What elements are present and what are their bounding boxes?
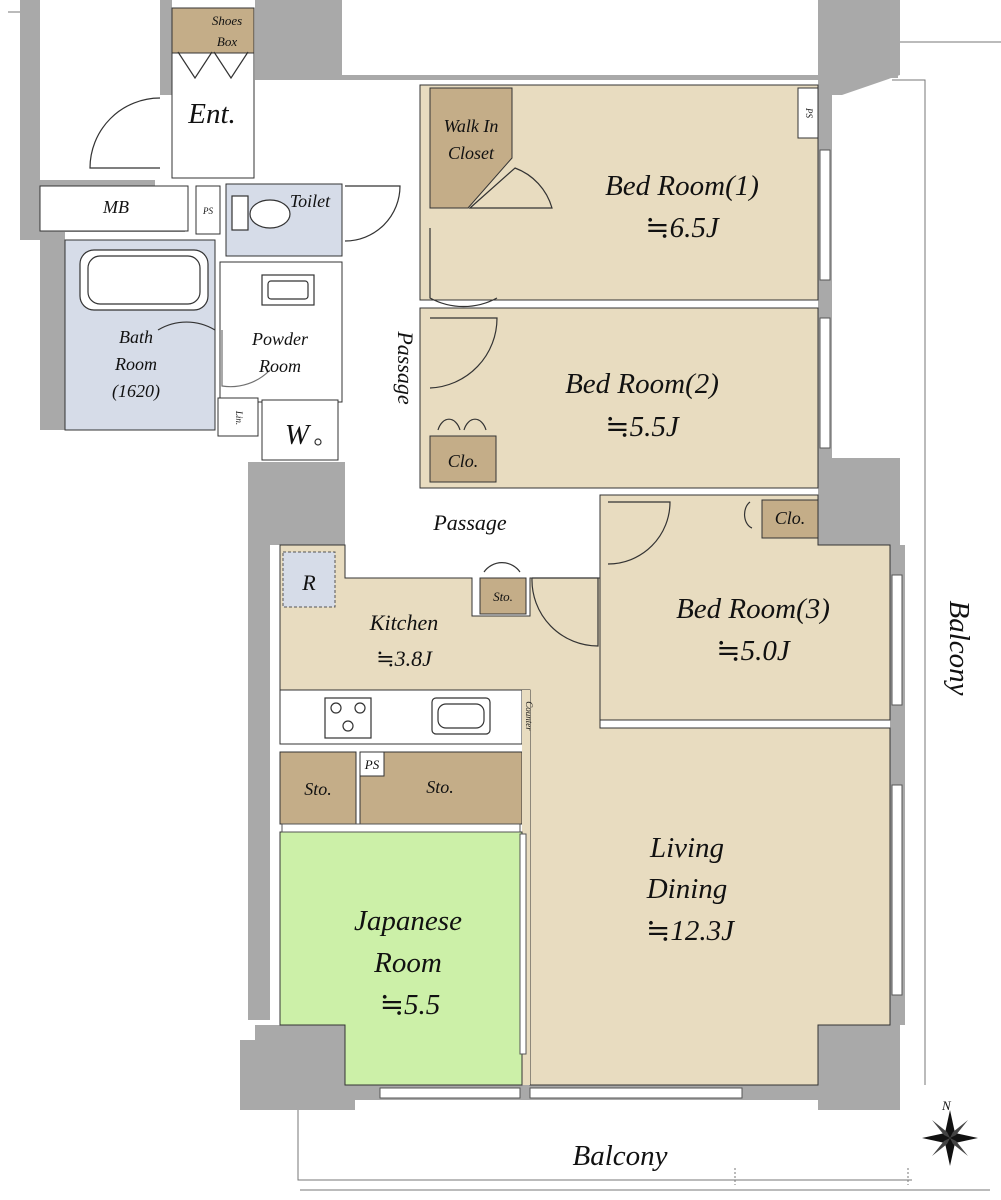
site-outline	[8, 11, 1001, 1191]
living-label-1: Living	[649, 832, 724, 864]
bedroom-1-size: ≒6.5J	[645, 212, 720, 244]
bedroom-2-name: Bed Room(2)	[565, 368, 719, 400]
bedroom-1-name: Bed Room(1)	[605, 170, 759, 202]
balcony-label-bottom: Balcony	[572, 1140, 667, 1172]
japanese-room-label-2: Room	[373, 947, 442, 979]
compass-icon: N	[922, 1098, 978, 1166]
living-size: ≒12.3J	[646, 915, 735, 947]
kitchen-size: ≒3.8J	[376, 646, 433, 671]
bedroom-2-size: ≒5.5J	[605, 411, 680, 443]
washer-label: W	[285, 419, 312, 451]
storage-label-left: Sto.	[304, 779, 332, 799]
doors	[89, 51, 753, 647]
passage-label-vertical: Passage	[393, 330, 418, 405]
room-floors	[39, 7, 891, 1086]
living-label-2: Dining	[646, 873, 728, 905]
counter-label: Counter	[524, 701, 534, 731]
fixtures	[79, 195, 491, 739]
powder-label-1: Powder	[251, 329, 309, 349]
mb-label: MB	[102, 197, 129, 217]
bath-label-2: Room	[114, 354, 157, 374]
balcony-label-right: Balcony	[943, 600, 975, 695]
japanese-room-label-1: Japanese	[354, 905, 462, 937]
ps-label-toilet: PS	[202, 206, 213, 216]
bath-label-3: (1620)	[112, 381, 160, 402]
powder-label-2: Room	[258, 356, 301, 376]
bath-label-1: Bath	[119, 327, 153, 347]
toilet-label: Toilet	[290, 191, 331, 211]
closet-label-bedroom-2: Clo.	[448, 451, 479, 471]
walk-in-closet-label-1: Walk In	[444, 116, 499, 136]
shoes-box-label: Shoes	[212, 13, 242, 28]
kitchen-name: Kitchen	[369, 610, 438, 635]
closet-label-bedroom-3: Clo.	[775, 508, 806, 528]
refrigerator-label: R	[301, 570, 316, 595]
walk-in-closet-label-2: Closet	[448, 143, 495, 163]
bedroom-3-name: Bed Room(3)	[676, 593, 830, 625]
storage-label-passage: Sto.	[493, 589, 513, 604]
linen-label: Lin.	[234, 410, 244, 425]
entrance-label: Ent.	[187, 98, 236, 130]
north-label: N	[941, 1098, 952, 1113]
ps-label-bedroom: PS	[804, 107, 814, 118]
passage-label-horizontal: Passage	[432, 510, 507, 535]
bedroom-3-size: ≒5.0J	[716, 635, 791, 667]
room-labels: Shoes Box Ent. MB PS Toilet Bath Room (1…	[102, 13, 975, 1172]
japanese-room-size: ≒5.5	[380, 989, 441, 1021]
windows	[281, 149, 903, 1099]
shoes-box-label-2: Box	[217, 34, 237, 49]
ps-label-kitchen: PS	[364, 757, 380, 772]
storage-label-right: Sto.	[426, 777, 454, 797]
